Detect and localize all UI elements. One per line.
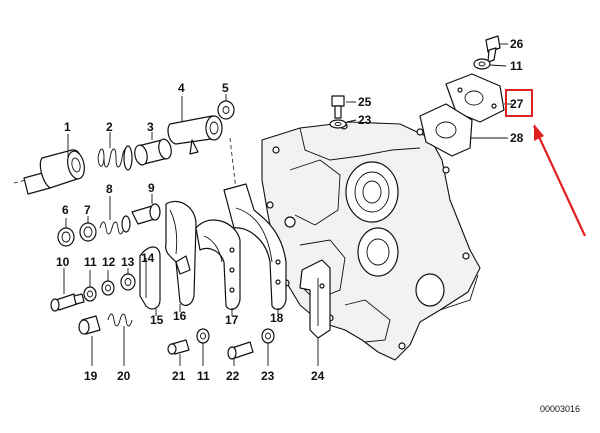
highlight-box bbox=[505, 89, 533, 117]
callout-23-bottom: 23 bbox=[261, 369, 275, 383]
part-11-washer-top-right bbox=[473, 58, 507, 70]
callout-17: 17 bbox=[225, 313, 239, 327]
part-3-sleeve bbox=[134, 132, 172, 166]
part-13-bushing bbox=[120, 268, 136, 291]
callout-11-top-right: 11 bbox=[510, 59, 523, 73]
red-pointer-arrow bbox=[533, 124, 586, 237]
callout-18: 18 bbox=[270, 311, 284, 325]
part-15-selector-fork bbox=[139, 246, 161, 316]
part-16-selector-fork bbox=[165, 200, 197, 312]
part-5-washer bbox=[217, 94, 235, 120]
callout-11-left: 11 bbox=[84, 255, 97, 269]
callout-12: 12 bbox=[102, 255, 116, 269]
part-11-seal bbox=[284, 216, 296, 228]
callout-7: 7 bbox=[84, 203, 91, 217]
part-11-washer-center bbox=[196, 328, 210, 366]
callout-16: 16 bbox=[173, 309, 187, 323]
part-24-bracket bbox=[299, 259, 331, 366]
callout-24: 24 bbox=[311, 369, 325, 383]
callout-5: 5 bbox=[222, 81, 229, 95]
callout-4: 4 bbox=[178, 81, 185, 95]
callout-9: 9 bbox=[148, 181, 155, 195]
gearbox-housing bbox=[261, 121, 481, 361]
part-25-bolt bbox=[331, 95, 356, 119]
part-10-bolt bbox=[50, 268, 85, 312]
drawing-code: 00003016 bbox=[540, 404, 580, 414]
callout-20: 20 bbox=[117, 369, 131, 383]
part-17-selector-fork bbox=[195, 219, 241, 316]
callout-28: 28 bbox=[510, 131, 524, 145]
part-12-washer bbox=[101, 270, 115, 296]
callout-23-top: 23 bbox=[358, 113, 372, 127]
part-11-washer-left bbox=[83, 270, 97, 302]
part-28-bracket bbox=[419, 103, 508, 157]
callout-21: 21 bbox=[172, 369, 186, 383]
callout-14: 14 bbox=[141, 251, 155, 265]
callout-22: 22 bbox=[226, 369, 240, 383]
callout-3: 3 bbox=[147, 120, 154, 134]
part-23-washer-top bbox=[329, 119, 357, 129]
part-4-shift-finger bbox=[167, 96, 237, 191]
callout-6: 6 bbox=[62, 203, 69, 217]
callout-25: 25 bbox=[358, 95, 372, 109]
callout-11-center: 11 bbox=[197, 369, 210, 383]
callout-1: 1 bbox=[64, 120, 71, 134]
part-8-spring bbox=[99, 196, 131, 235]
callout-10: 10 bbox=[56, 255, 70, 269]
callout-19: 19 bbox=[84, 369, 98, 383]
part-22-bolt bbox=[227, 341, 254, 366]
part-21-bolt bbox=[167, 339, 190, 366]
callout-13: 13 bbox=[121, 255, 135, 269]
part-19-plug bbox=[78, 315, 101, 366]
part-2-spring bbox=[97, 132, 133, 171]
part-6-circlip bbox=[57, 218, 75, 247]
part-9-plunger bbox=[131, 194, 161, 225]
part-23-washer-bottom bbox=[261, 328, 275, 366]
callout-27: 27 bbox=[510, 97, 524, 111]
part-18-selector-fork bbox=[223, 183, 287, 314]
callout-2: 2 bbox=[106, 120, 113, 134]
part-27-flange-plate bbox=[445, 73, 512, 123]
callout-8: 8 bbox=[106, 182, 113, 196]
callout-26: 26 bbox=[510, 37, 524, 51]
part-26-bolt bbox=[485, 35, 508, 63]
part-20-spring bbox=[107, 313, 133, 366]
part-1-selector-shaft bbox=[13, 134, 85, 195]
part-7-washer bbox=[79, 216, 97, 242]
callout-15: 15 bbox=[150, 313, 164, 327]
